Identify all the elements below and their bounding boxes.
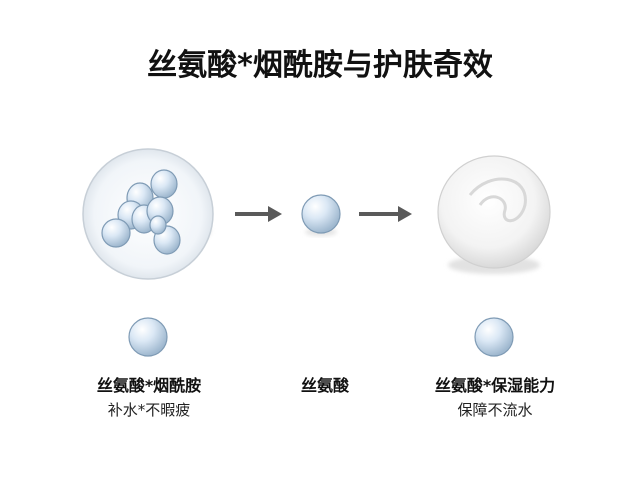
column-sublabel-left: 补水*不暇疲 (107, 401, 191, 419)
bead-marker-right (474, 317, 514, 357)
diagram-title: 丝氨酸*烟酰胺与护肤奇效 (147, 48, 493, 83)
column-sublabel-right: 保障不流水 (457, 401, 533, 419)
single-bead-icon (301, 194, 341, 236)
bead-marker-left (128, 317, 168, 357)
arrow-right-icon (235, 206, 282, 222)
column-label-middle: 丝氨酸 (300, 376, 349, 395)
molecule-cluster-icon (82, 148, 214, 280)
column-label-right: 丝氨酸*保湿能力 (434, 376, 556, 395)
arrow-right-icon (359, 206, 412, 222)
column-label-left: 丝氨酸*烟酰胺 (96, 376, 202, 395)
cream-sphere-icon (437, 155, 551, 274)
